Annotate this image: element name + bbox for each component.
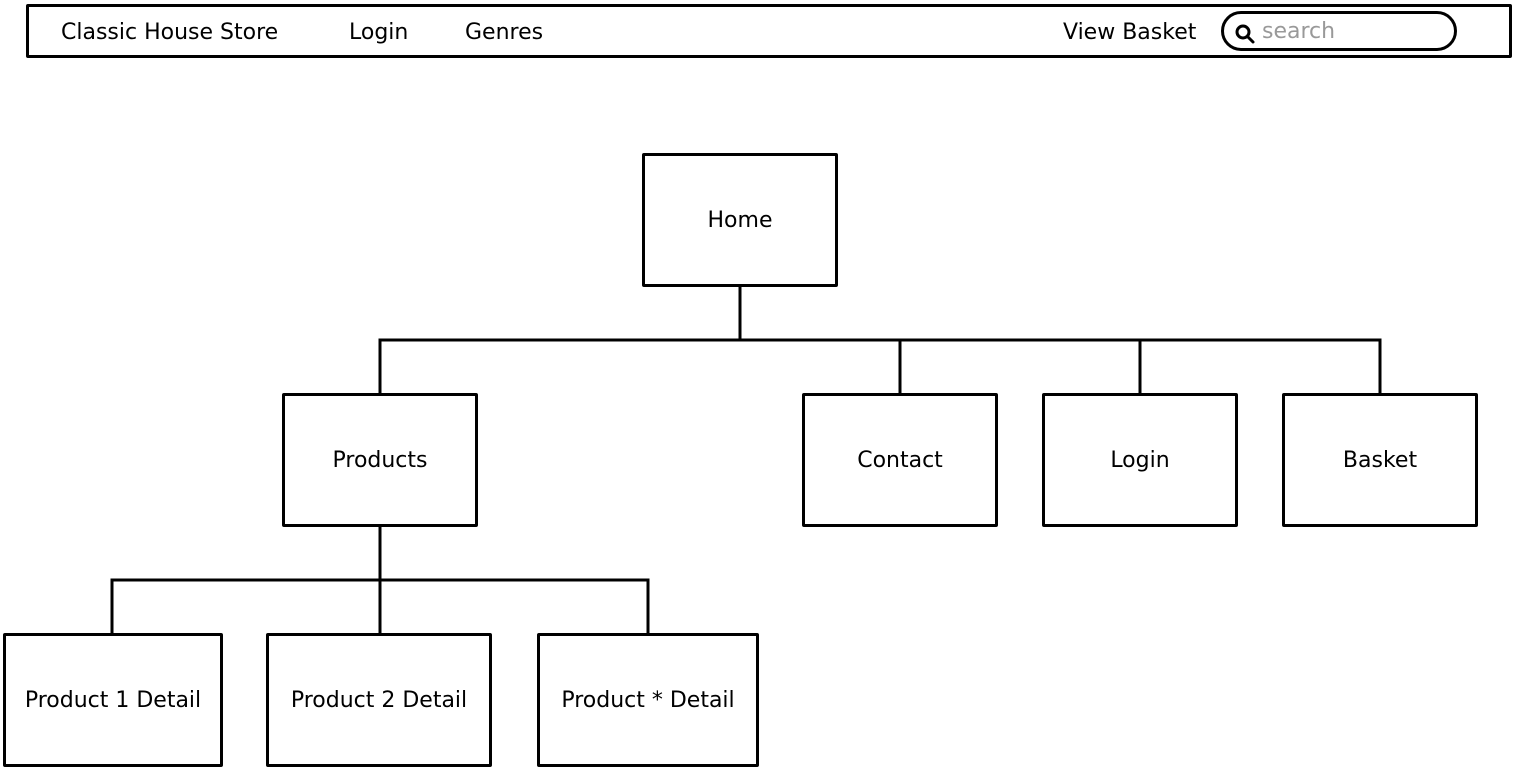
node-contact: Contact — [802, 393, 998, 527]
search-input[interactable] — [1262, 16, 1442, 46]
nav-genres-link[interactable]: Genres — [465, 20, 544, 45]
brand-link[interactable]: Classic House Store — [61, 20, 279, 45]
node-login: Login — [1042, 393, 1238, 527]
node-product-1-label: Product 1 Detail — [24, 687, 202, 713]
nav-login-link[interactable]: Login — [349, 20, 409, 45]
node-product-star-detail: Product * Detail — [537, 633, 759, 767]
search-box[interactable] — [1221, 11, 1457, 51]
top-navbar: Classic House Store Login Genres View Ba… — [26, 4, 1512, 58]
view-basket-link[interactable]: View Basket — [1063, 20, 1197, 45]
node-basket: Basket — [1282, 393, 1478, 527]
node-home-label: Home — [707, 207, 773, 233]
search-icon — [1235, 24, 1255, 44]
node-product-2-detail: Product 2 Detail — [266, 633, 492, 767]
node-products-label: Products — [332, 447, 428, 473]
node-products: Products — [282, 393, 478, 527]
node-login-label: Login — [1110, 447, 1170, 473]
node-product-star-label: Product * Detail — [561, 687, 735, 713]
node-product-2-label: Product 2 Detail — [290, 687, 468, 713]
node-home: Home — [642, 153, 838, 287]
node-basket-label: Basket — [1342, 447, 1418, 473]
node-contact-label: Contact — [857, 447, 943, 473]
node-product-1-detail: Product 1 Detail — [3, 633, 223, 767]
